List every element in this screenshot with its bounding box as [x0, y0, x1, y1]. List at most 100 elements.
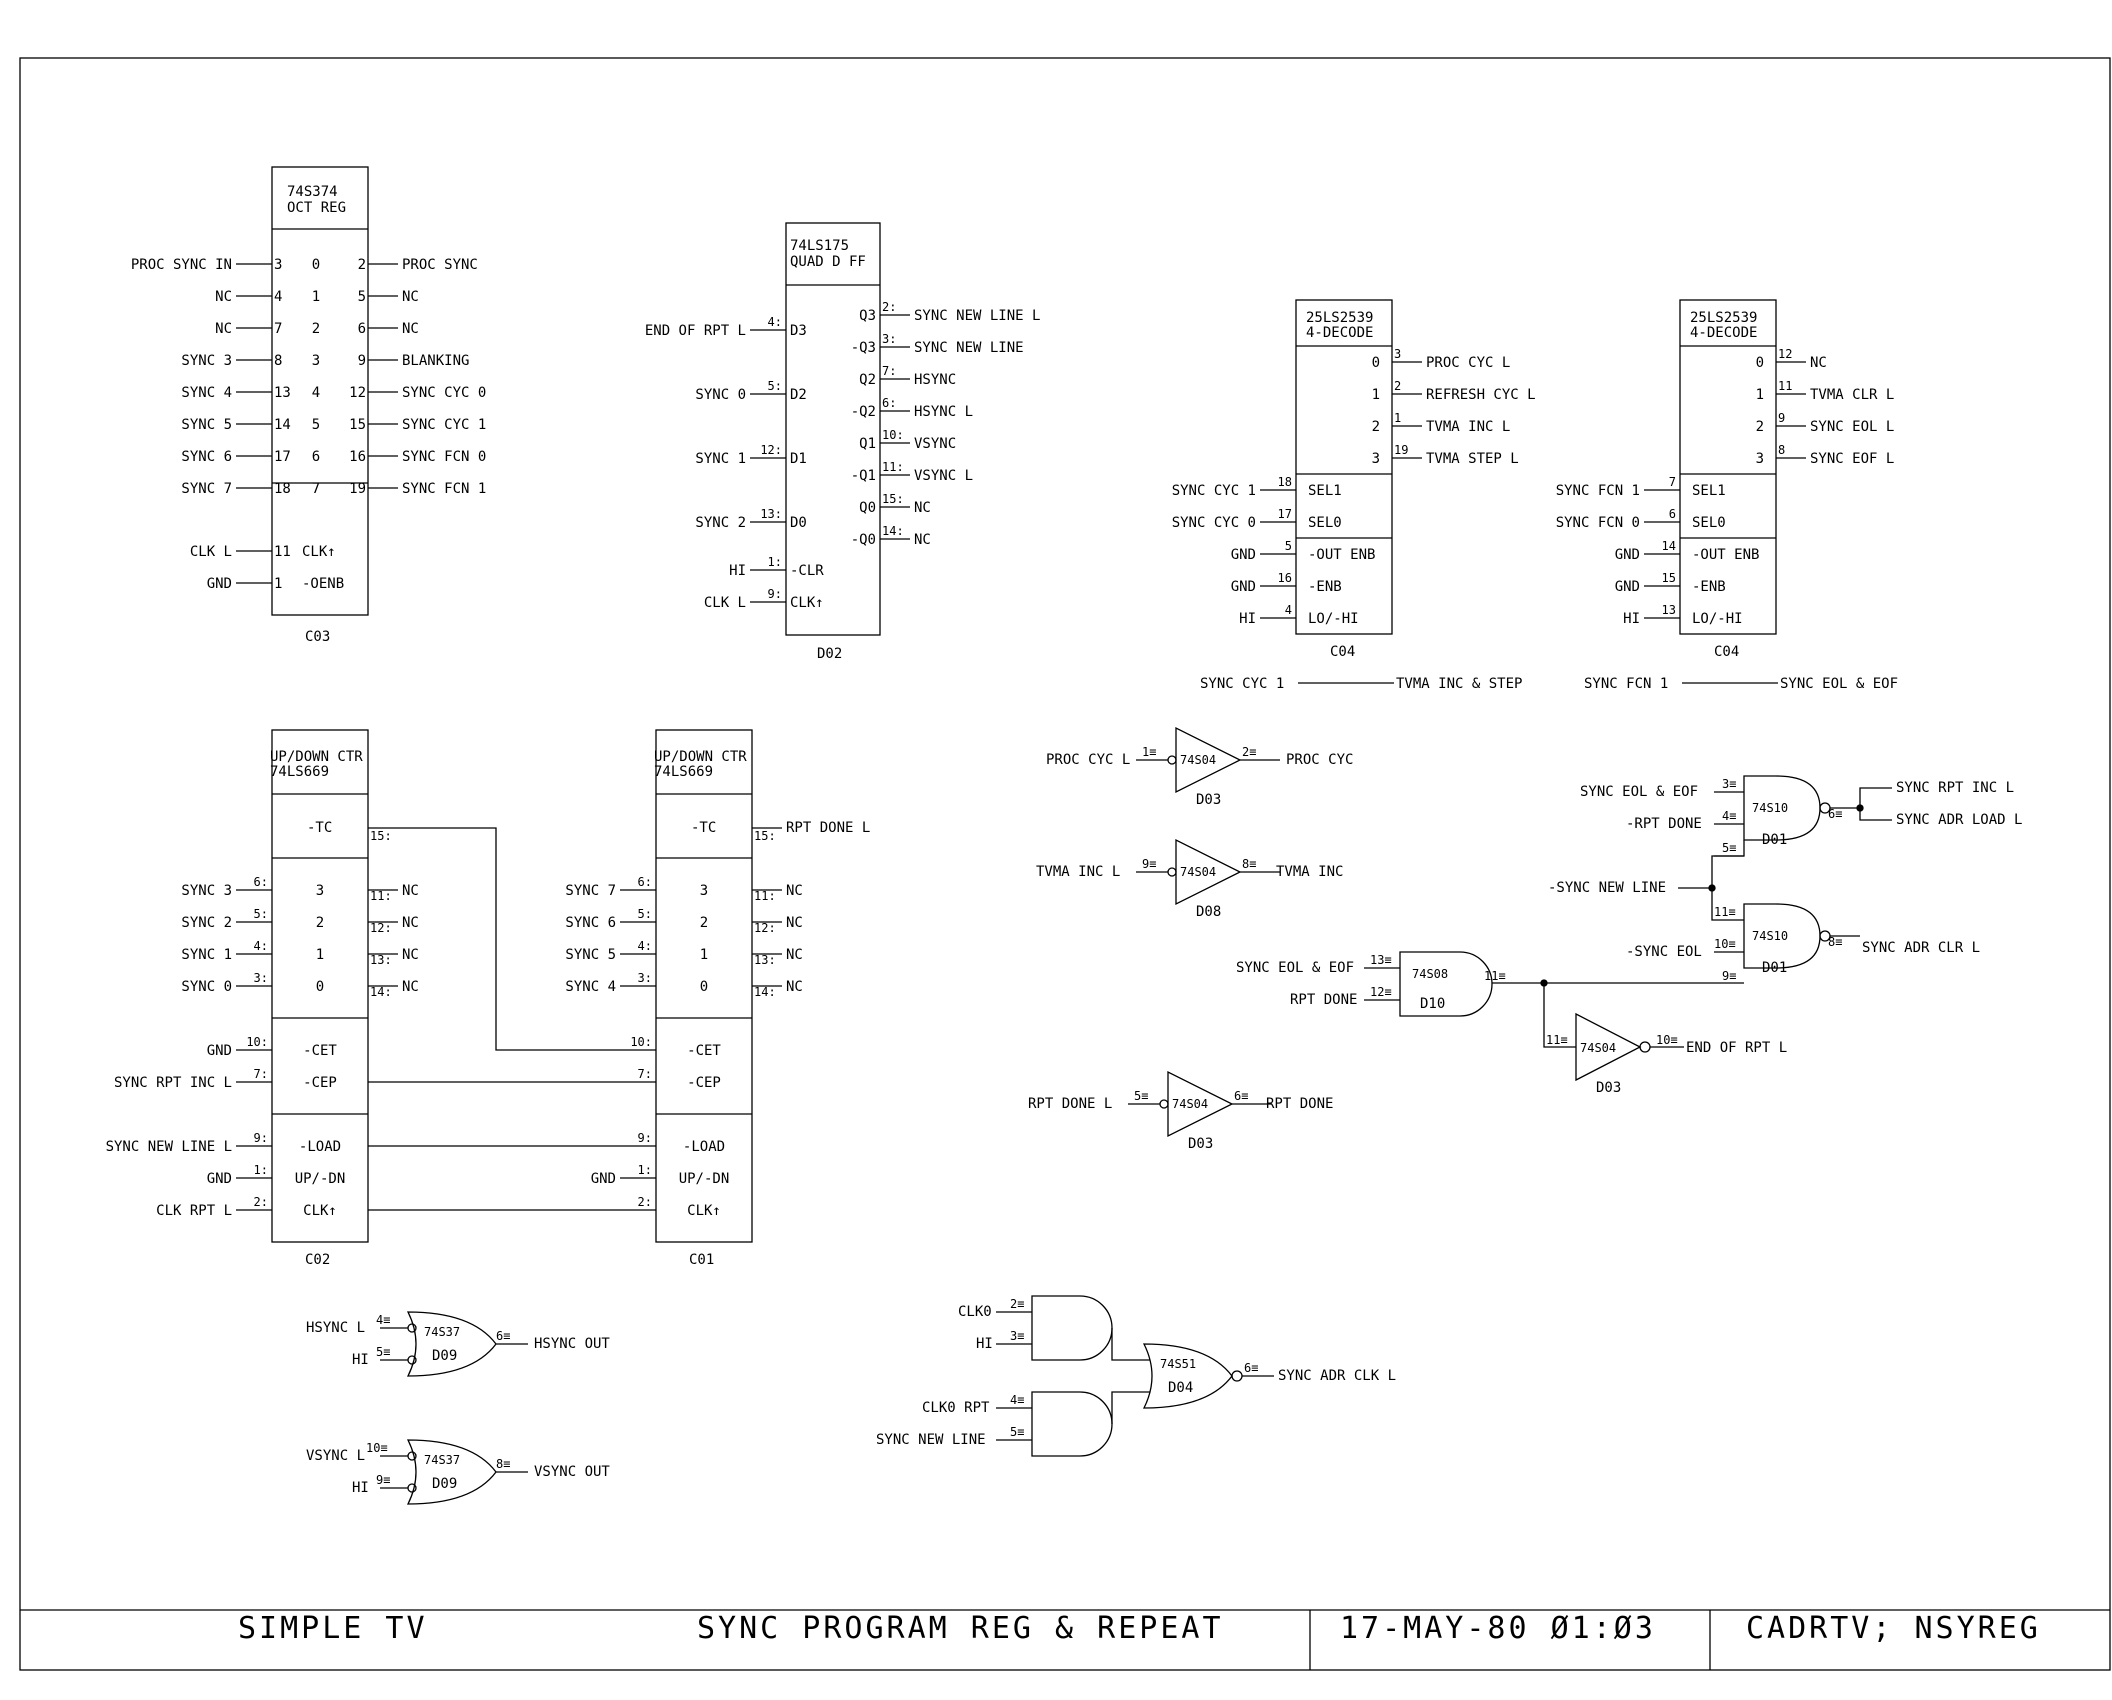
- pin-label: -CEP: [303, 1075, 337, 1091]
- pin-signal: GND: [207, 1171, 232, 1187]
- nor-h-in1: HSYNC L: [306, 1320, 365, 1336]
- counter-tc-out: RPT DONE L: [786, 820, 870, 836]
- pin-number: 2:: [638, 1195, 652, 1209]
- decoder-legend-right: SYNC EOL & EOF: [1780, 676, 1898, 692]
- pin-number: 17: [274, 449, 291, 465]
- counter-tc-label: -TC: [307, 820, 332, 836]
- pin-signal: NC: [1810, 355, 1827, 371]
- pin-signal: SYNC FCN 1: [402, 481, 486, 497]
- pin-number: 7:: [254, 1067, 268, 1081]
- inv-tvma-in-pin: 9≡: [1142, 857, 1156, 871]
- pin-label: D3: [790, 323, 807, 339]
- pin-number: 5:: [768, 379, 782, 393]
- pin-signal: SYNC 1: [181, 947, 232, 963]
- chip-ref: C04: [1330, 644, 1355, 660]
- nor-v-out-pin: 8≡: [496, 1457, 510, 1471]
- and-d10-in2-pin: 12≡: [1370, 985, 1392, 999]
- pin-number: 1:: [638, 1163, 652, 1177]
- decoder-legend-left: SYNC CYC 1: [1200, 676, 1284, 692]
- pin-number: 8: [1778, 443, 1785, 457]
- pin-number: 2: [1394, 379, 1401, 393]
- pin-signal: CLK RPT L: [156, 1203, 232, 1219]
- pin-number: 10:: [630, 1035, 652, 1049]
- pin-number: 5:: [254, 907, 268, 921]
- pin-label: -Q0: [851, 532, 876, 548]
- aoi-and-a-body: [1031, 1295, 1113, 1361]
- nand-a-out-split: [1859, 787, 1892, 821]
- chip-ref: C03: [305, 629, 330, 645]
- pin-number: 7: [1669, 475, 1676, 489]
- pin-number: 13:: [754, 953, 776, 967]
- nor-v-type: 74S37: [424, 1453, 460, 1467]
- nand-b-in3-pin: 9≡: [1722, 969, 1736, 983]
- pin-number: 12:: [760, 443, 782, 457]
- pin-signal: PROC SYNC IN: [131, 257, 232, 273]
- pin-label: -CEP: [687, 1075, 721, 1091]
- pin-number: 14:: [882, 524, 904, 538]
- pin-number: 13:: [370, 953, 392, 967]
- pin-signal: SYNC NEW LINE L: [914, 308, 1040, 324]
- pin-number: 11: [274, 544, 291, 560]
- new-line-label: -SYNC NEW LINE: [1548, 880, 1666, 896]
- pin-label: -OUT ENB: [1692, 547, 1759, 563]
- pin-signal: HI: [1623, 611, 1640, 627]
- inv-proc-body: [1175, 726, 1242, 794]
- chip-c04b: 25LS2539 4-DECODE C04 SYNC FCN 1 SYNC EO…: [1584, 299, 1898, 692]
- inv-proc-input: PROC CYC L: [1046, 752, 1130, 768]
- inv-tvma-body: [1175, 838, 1242, 906]
- inv-eor-in-pin: 11≡: [1546, 1033, 1568, 1047]
- pin-index: 7: [312, 481, 320, 497]
- aoi-bubble: [1231, 1370, 1243, 1382]
- pin-signal: TVMA STEP L: [1426, 451, 1519, 467]
- pin-index: 1: [700, 947, 708, 963]
- and-d10-in2: RPT DONE: [1290, 992, 1357, 1008]
- pin-signal: TVMA CLR L: [1810, 387, 1894, 403]
- inv-tvma-ref: D08: [1196, 904, 1221, 920]
- pin-signal: GND: [1615, 579, 1640, 595]
- pin-number: 10:: [882, 428, 904, 442]
- pin-number: 14:: [754, 985, 776, 999]
- pin-signal: REFRESH CYC L: [1426, 387, 1536, 403]
- and-d10-type: 74S08: [1412, 967, 1448, 981]
- aoi-a1: CLK0: [958, 1304, 992, 1320]
- inv-eor-out-pin: 10≡: [1656, 1033, 1678, 1047]
- pin-signal: SYNC CYC 0: [1172, 515, 1256, 531]
- title-sheet: SYNC PROGRAM REG & REPEAT: [697, 1611, 1224, 1646]
- pin-number: 4: [274, 289, 282, 305]
- pin-number: 12:: [370, 921, 392, 935]
- pin-label: SEL1: [1692, 483, 1726, 499]
- pin-index: 0: [312, 257, 320, 273]
- inv-proc-ref: D03: [1196, 792, 1221, 808]
- pin-label: -OENB: [302, 576, 344, 592]
- chip-ref: D02: [817, 646, 842, 662]
- chip-subtitle: OCT REG: [287, 200, 346, 216]
- pin-number: 4:: [638, 939, 652, 953]
- pin-number: 3:: [638, 971, 652, 985]
- sheet-border: [19, 57, 2111, 1671]
- pin-signal: GND: [207, 1043, 232, 1059]
- pin-signal: SYNC RPT INC L: [114, 1075, 232, 1091]
- chip-subtitle: 74LS669: [654, 764, 713, 780]
- pin-signal: VSYNC L: [914, 468, 973, 484]
- chip-subtitle: 74LS669: [270, 764, 329, 780]
- pin-signal: SYNC 4: [565, 979, 616, 995]
- logic-gates: [380, 726, 1892, 1505]
- pin-label: D2: [790, 387, 807, 403]
- pin-index: 0: [1756, 355, 1764, 371]
- pin-number: 9:: [638, 1131, 652, 1145]
- pin-number: 14: [274, 417, 291, 433]
- inv-eor-output: END OF RPT L: [1686, 1040, 1787, 1056]
- nor-v-bubble2: [407, 1483, 417, 1493]
- chip-c01: UP/DOWN CTR 74LS669 C01 -TC 15: RPT DONE…: [654, 729, 870, 1268]
- aoi-ref: D04: [1168, 1380, 1193, 1396]
- pin-signal: NC: [215, 289, 232, 305]
- and-d10-out-pin: 11≡: [1484, 969, 1506, 983]
- pin-signal: NC: [914, 532, 931, 548]
- pin-label: -ENB: [1308, 579, 1342, 595]
- pin-number: 13:: [760, 507, 782, 521]
- chip-title: 25LS2539: [1306, 310, 1373, 326]
- inv-proc-bubble: [1167, 755, 1177, 765]
- nand-b-in2: -SYNC EOL: [1626, 944, 1702, 960]
